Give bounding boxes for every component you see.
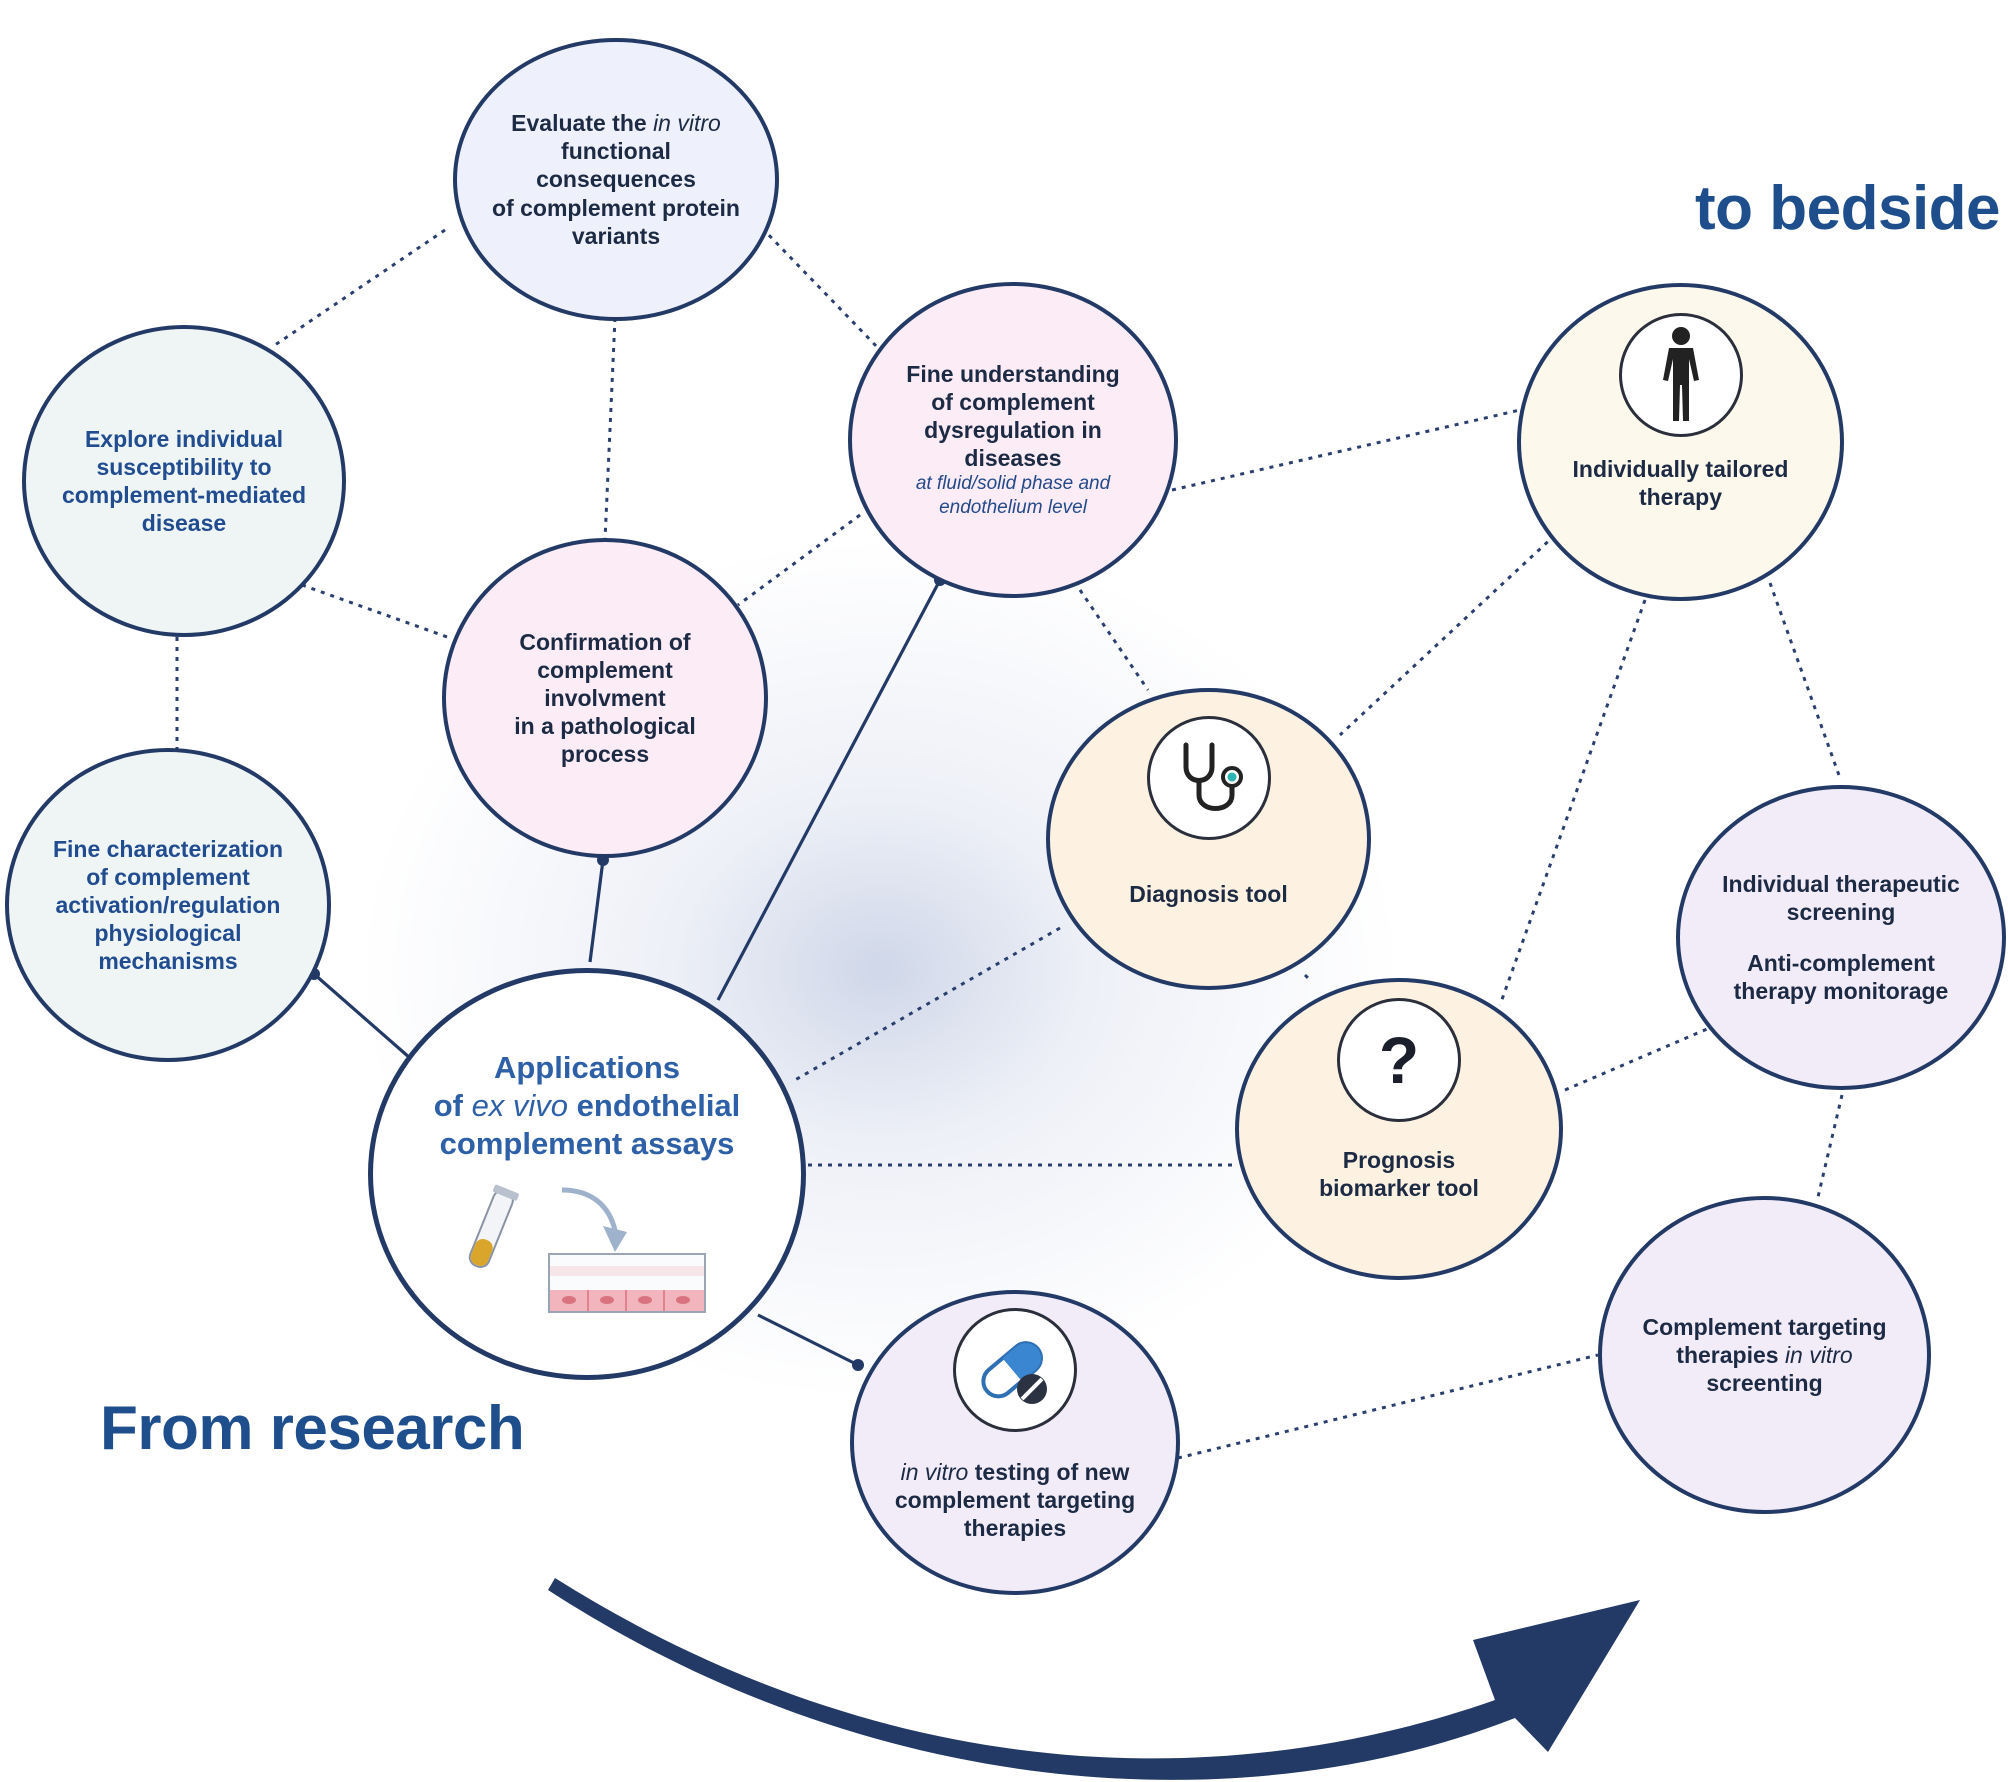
fine-understanding-sub2: endothelium level xyxy=(939,497,1087,519)
stethoscope-icon xyxy=(1146,716,1271,840)
link-diagnosis-applications xyxy=(794,926,1061,1082)
human-figure-icon xyxy=(1618,313,1743,437)
confirmation-line1: Confirmation of xyxy=(519,628,691,655)
evaluate-italic: in vitro xyxy=(653,110,721,137)
link-evaluate-explore xyxy=(274,228,446,347)
invitro-line3: therapies xyxy=(963,1515,1067,1542)
question-glyph: ? xyxy=(1378,1023,1420,1097)
invitro-italic: in vitro xyxy=(900,1459,969,1485)
link-tailored-screening xyxy=(1768,582,1842,779)
curved-arrow-head-icon xyxy=(603,1226,627,1253)
prognosis-line1: Prognosis xyxy=(1342,1147,1456,1173)
node-prognosis-tool: ? Prognosis biomarker tool xyxy=(1235,978,1563,1280)
targeting-line1: Complement targeting xyxy=(1642,1313,1887,1340)
fine-understanding-line4: diseases xyxy=(964,445,1062,472)
node-fine-understanding: Fine understanding of complement dysregu… xyxy=(848,282,1178,598)
explore-line2: susceptibility to xyxy=(96,453,272,480)
node-confirmation: Confirmation of complement involvment in… xyxy=(442,538,768,858)
label-from-research: From research xyxy=(100,1394,525,1463)
link-applications-invitro xyxy=(757,1313,859,1367)
node-therapeutic-screening: Individual therapeutic screening Anti-co… xyxy=(1676,785,2006,1090)
targeting-italic: in vitro xyxy=(1784,1341,1853,1368)
pill-capsule-icon xyxy=(953,1308,1077,1432)
node-targeting-screening: Complement targeting therapies in vitro … xyxy=(1598,1196,1931,1514)
invitro-line2: complement targeting xyxy=(894,1487,1136,1514)
invitro-line1-post: testing of new xyxy=(968,1459,1130,1485)
link-fine-understanding-confirmation xyxy=(737,513,861,607)
fine-understanding-line2: of complement xyxy=(931,389,1095,416)
screening-line1: Individual therapeutic xyxy=(1722,871,1960,898)
assay-illustration xyxy=(468,1185,706,1314)
link-explore-confirmation xyxy=(301,583,451,640)
label-to-bedside: to bedside xyxy=(1695,174,2001,243)
confirmation-line3: in a pathological process xyxy=(514,713,696,768)
link-diagnosis-prognosis xyxy=(1303,973,1314,984)
node-evaluate-variants: Evaluate the in vitro functional consequ… xyxy=(453,38,779,321)
applications-line3: complement assays xyxy=(439,1125,735,1161)
link-screening-targeting xyxy=(1816,1094,1844,1198)
progress-arrow xyxy=(548,1578,1640,1780)
fine-char-line1: Fine characterization xyxy=(52,835,284,862)
fine-understanding-line1: Fine understanding xyxy=(906,361,1120,388)
evaluate-line2: functional consequences xyxy=(536,138,696,193)
explore-line4: disease xyxy=(141,510,227,537)
applications-line2-post: endothelial xyxy=(568,1087,741,1123)
fine-char-line2: of complement xyxy=(86,863,250,890)
screening-line3: Anti-complement xyxy=(1747,949,1935,976)
applications-line1: Applications xyxy=(493,1050,680,1085)
confirmation-line2: complement involvment xyxy=(537,656,673,711)
link-tailored-prognosis xyxy=(1498,599,1647,1006)
screening-line2: screening xyxy=(1786,899,1896,926)
diagnosis-line1: Diagnosis tool xyxy=(1129,881,1288,907)
fine-understanding-sub1: at fluid/solid phase and xyxy=(915,473,1111,495)
fine-char-line5: mechanisms xyxy=(98,948,238,975)
fine-char-line3: activation/regulation xyxy=(55,891,281,918)
fine-char-line4: physiological xyxy=(94,920,242,947)
test-tube-icon xyxy=(468,1185,519,1269)
explore-line3: complement-mediated xyxy=(61,482,307,508)
curved-arrow-icon xyxy=(561,1187,618,1232)
applications-italic: ex vivo xyxy=(471,1087,569,1123)
link-fine-understanding-tailored xyxy=(1171,408,1521,492)
screening-line4: therapy monitorage xyxy=(1733,977,1949,1004)
culture-well-icon xyxy=(548,1253,706,1314)
node-applications: Applications of ex vivo endothelial comp… xyxy=(368,968,806,1380)
fine-understanding-line3: dysregulation in xyxy=(924,417,1102,444)
link-prognosis-screening xyxy=(1564,1018,1729,1092)
evaluate-line3: of complement protein xyxy=(492,194,740,221)
tailored-line1: Individually tailored xyxy=(1572,456,1789,482)
targeting-line3: screenting xyxy=(1706,1370,1823,1397)
tailored-line2: therapy xyxy=(1638,484,1723,511)
node-explore-susceptibility: Explore individual susceptibility to com… xyxy=(22,325,346,637)
link-tailored-diagnosis xyxy=(1338,533,1557,737)
link-applications-confirmation xyxy=(588,859,605,963)
targeting-line2-pre: therapies xyxy=(1676,1341,1785,1368)
evaluate-line4: variants xyxy=(571,222,661,249)
link-fine-understanding-diagnosis xyxy=(1078,589,1150,691)
evaluate-line1: Evaluate the xyxy=(511,110,654,137)
link-applications-fine-char xyxy=(312,972,412,1060)
prognosis-line2: biomarker tool xyxy=(1319,1175,1479,1202)
link-dot xyxy=(852,1359,864,1371)
explore-line1: Explore individual xyxy=(84,425,284,452)
applications-line2-pre: of xyxy=(433,1087,472,1123)
link-evaluate-confirmation xyxy=(603,317,617,541)
node-invitro-testing: in vitro testing of new complement targe… xyxy=(850,1290,1180,1595)
node-individually-tailored: Individually tailored therapy xyxy=(1517,283,1844,601)
node-fine-characterization: Fine characterization of complement acti… xyxy=(5,748,331,1062)
question-mark-icon: ? xyxy=(1337,998,1461,1122)
link-invitro-targeting xyxy=(1177,1353,1599,1460)
link-evaluate-fine-understanding xyxy=(760,226,882,352)
link-applications-fine-understanding xyxy=(716,579,942,1001)
node-diagnosis-tool: Diagnosis tool xyxy=(1046,688,1371,990)
